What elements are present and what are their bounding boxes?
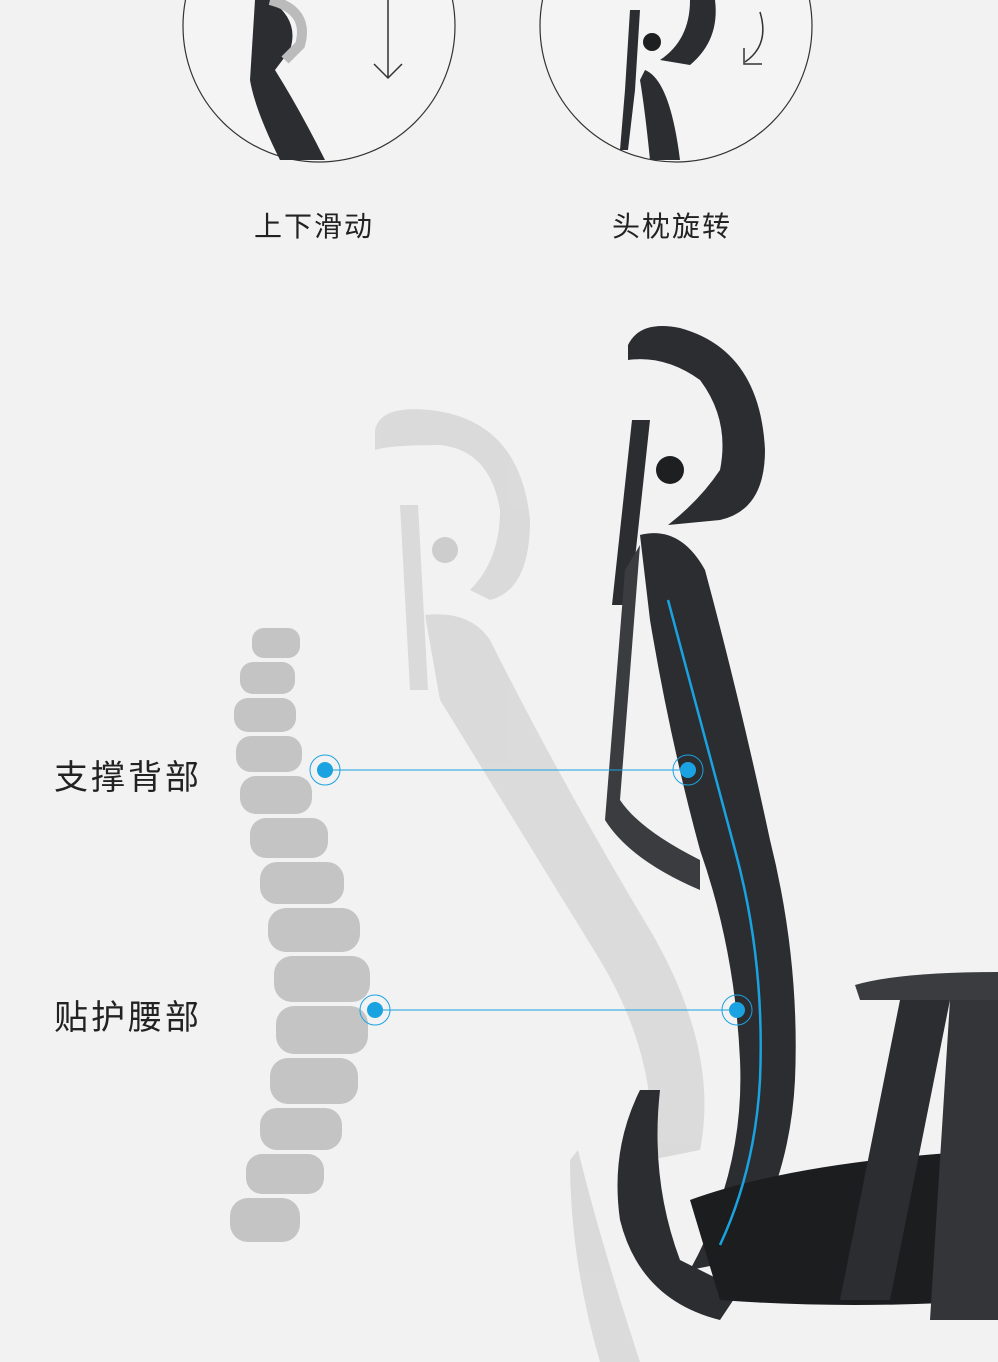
spine-illustration xyxy=(230,628,370,1242)
callout-lumbar-support xyxy=(359,994,753,1026)
callout-label-lumbar: 贴护腰部 xyxy=(54,998,202,1038)
callout-back-support xyxy=(309,754,704,786)
office-chair xyxy=(605,326,998,1320)
callout-label-back: 支撑背部 xyxy=(54,758,202,798)
rotate-arrow-icon xyxy=(743,11,764,65)
rotate-detail-circle xyxy=(539,0,813,163)
feature-label-rotate: 头枕旋转 xyxy=(612,210,733,243)
feature-label-slide: 上下滑动 xyxy=(254,210,375,243)
ghost-chair xyxy=(375,409,705,1362)
arrow-down-icon xyxy=(373,0,403,80)
slide-detail-circle xyxy=(182,0,456,163)
